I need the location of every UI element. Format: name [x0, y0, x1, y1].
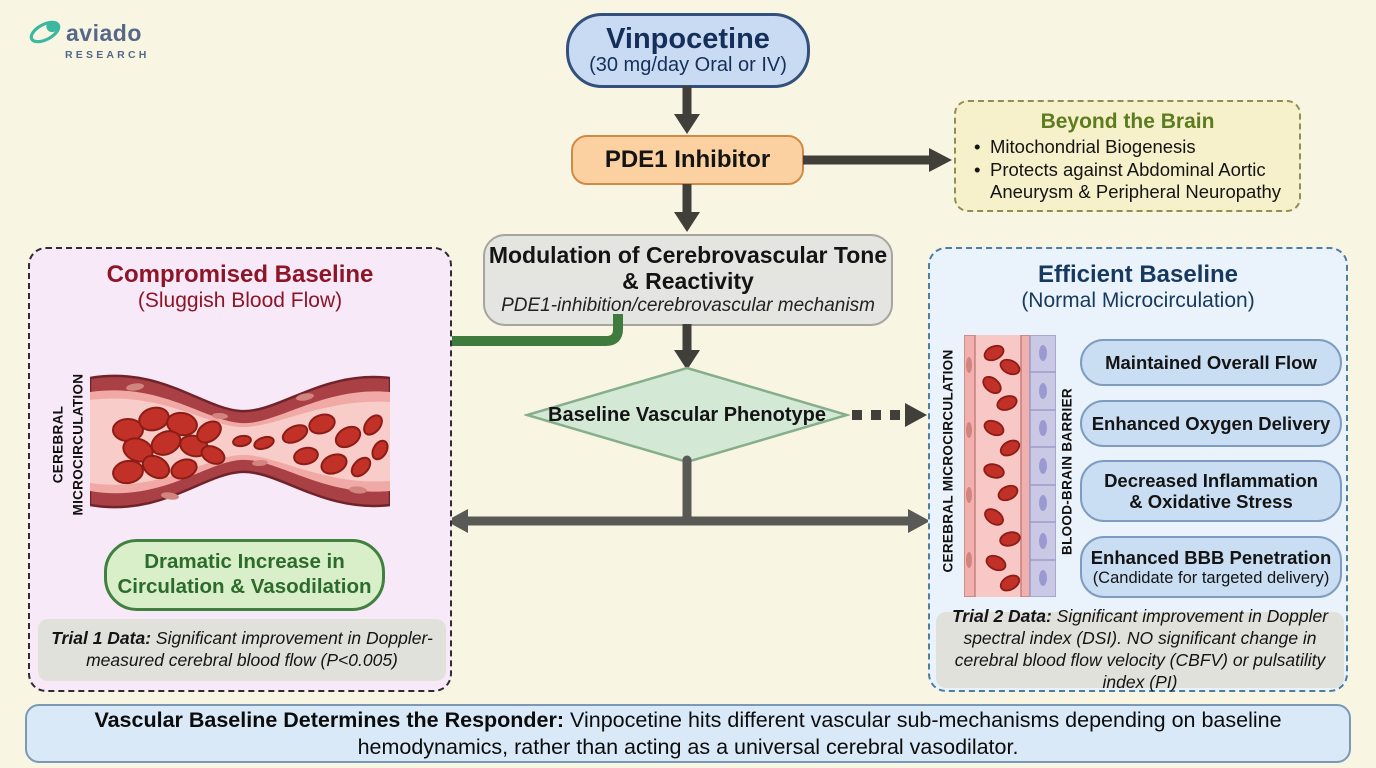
- logo: aviado RESEARCH: [28, 16, 148, 61]
- benefit-pill-bbb: Enhanced BBB Penetration (Candidate for …: [1080, 536, 1342, 598]
- benefit-pill-oxygen: Enhanced Oxygen Delivery: [1080, 400, 1342, 447]
- logo-name: aviado: [66, 20, 142, 46]
- benefit-pill-flow: Maintained Overall Flow: [1080, 339, 1342, 386]
- modulation-mechanism: PDE1-inhibition/cerebrovascular mechanis…: [501, 295, 875, 317]
- right-panel-subtitle: (Normal Microcirculation): [1021, 289, 1255, 312]
- modulation-title: Modulation of Cerebrovascular Tone & Rea…: [488, 241, 888, 294]
- dashed-arrow-to-efficient: [852, 403, 927, 427]
- arrow-vinpocetine-to-pde1: [674, 86, 700, 134]
- healthy-vessel-illustration: [964, 335, 1056, 597]
- trial-1-text: Significant improvement in Doppler-measu…: [86, 628, 433, 670]
- bbb-label: BLOOD-BRAIN BARRIER: [1059, 388, 1075, 555]
- trial-2-label: Trial 2 Data:: [951, 606, 1052, 627]
- arrow-pde1-to-modulation: [674, 184, 700, 232]
- vinpocetine-title: Vinpocetine: [606, 22, 770, 55]
- beyond-bullet-1: Mitochondrial Biogenesis: [970, 136, 1285, 159]
- trial-1-label: Trial 1 Data:: [51, 628, 152, 649]
- summary-bold: Vascular Baseline Determines the Respond…: [94, 707, 565, 732]
- beyond-title: Beyond the Brain: [1040, 110, 1215, 133]
- logo-subtitle: RESEARCH: [65, 49, 150, 61]
- right-panel-title: Efficient Baseline: [1037, 261, 1239, 288]
- trial-2-text: Significant improvement in Doppler spect…: [954, 606, 1329, 692]
- left-vessel-label: CEREBRAL MICROCIRCULATION: [50, 373, 85, 516]
- trial-1-data-box: Trial 1 Data: Significant improvement in…: [38, 619, 446, 681]
- right-vessel-label: CEREBRAL MICROCIRCULATION: [940, 349, 956, 573]
- beyond-bullet-list: Mitochondrial Biogenesis Protects agains…: [970, 136, 1285, 204]
- benefit-pill-inflammation: Decreased Inflammation & Oxidative Stres…: [1080, 460, 1342, 522]
- logo-orbit-icon: [28, 16, 64, 51]
- modulation-node: Modulation of Cerebrovascular Tone & Rea…: [483, 234, 893, 326]
- split-arrow-to-panels: [446, 455, 930, 533]
- beyond-bullet-2: Protects against Abdominal Aortic Aneury…: [970, 159, 1285, 204]
- summary-text: Vinpocetine hits different vascular sub-…: [357, 707, 1282, 759]
- pde1-inhibitor-node: PDE1 Inhibitor: [571, 135, 804, 185]
- compromised-baseline-panel: Compromised Baseline (Sluggish Blood Flo…: [28, 247, 452, 692]
- narrowed-vessel-illustration: [90, 374, 390, 509]
- left-panel-subtitle: (Sluggish Blood Flow): [137, 289, 343, 312]
- arrow-pde1-to-beyond: [803, 148, 952, 172]
- outcome-pill: Dramatic Increase in Circulation & Vasod…: [104, 539, 385, 611]
- summary-banner: Vascular Baseline Determines the Respond…: [25, 704, 1351, 763]
- left-panel-title: Compromised Baseline: [106, 261, 374, 288]
- pde1-label: PDE1 Inhibitor: [604, 146, 771, 173]
- beyond-the-brain-box: Beyond the Brain Mitochondrial Biogenesi…: [954, 100, 1301, 212]
- vinpocetine-node: Vinpocetine (30 mg/day Oral or IV): [566, 13, 810, 88]
- trial-2-data-box: Trial 2 Data: Significant improvement in…: [936, 606, 1344, 692]
- decision-diamond: Baseline Vascular Phenotype: [524, 366, 850, 464]
- vinpocetine-dose: (30 mg/day Oral or IV): [589, 54, 787, 77]
- decision-label: Baseline Vascular Phenotype: [548, 403, 826, 426]
- arrow-modulation-to-decision: [674, 324, 700, 370]
- efficient-baseline-panel: Efficient Baseline (Normal Microcirculat…: [928, 247, 1348, 692]
